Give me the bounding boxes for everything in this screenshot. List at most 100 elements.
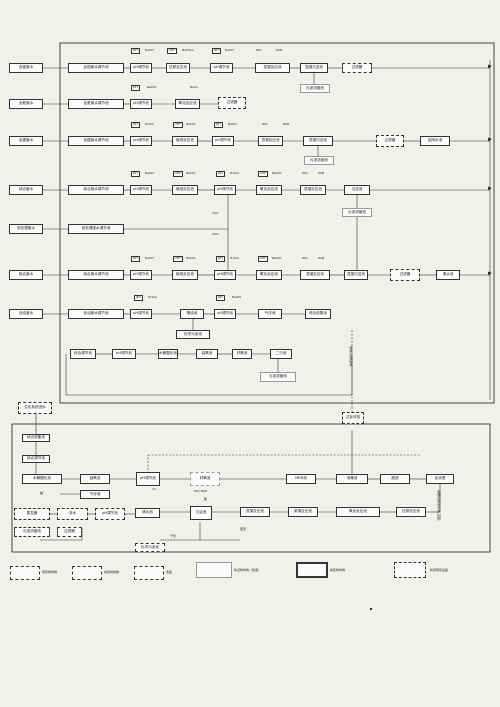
sed2-tank: 二沉池 — [270, 349, 292, 359]
source-pretreat: 前处理废水 — [9, 224, 43, 234]
unit-label: pH调节池 — [215, 138, 231, 143]
unit-label: 生化系统进水 — [24, 405, 46, 410]
vertical-note: 处理后用作生产回用 — [436, 490, 441, 521]
ph-adjust-tank: pH调节池 — [112, 349, 136, 359]
tag-label: pH — [218, 171, 223, 176]
unit-label: 好氧池 — [199, 476, 211, 481]
unit-label: 混凝反应池 — [306, 272, 324, 277]
equalize-label: 含镍废水调节池 — [83, 138, 109, 143]
legend-swatch-dashed-4 — [394, 562, 426, 578]
dose-h2so4: H₂SO₄ — [148, 295, 157, 299]
sed-tank: 沉淀池 — [190, 506, 212, 520]
orp-probe-tag: ORP — [258, 256, 268, 262]
unit-label: 混凝反应池 — [261, 138, 280, 143]
label-mix: 碱 — [40, 491, 44, 495]
tag-label: ORP — [174, 171, 182, 176]
ph-probe-tag: pH — [216, 256, 225, 262]
equalize-label: 络合废水调节池 — [83, 272, 109, 277]
unit-label: 缺氧池 — [201, 351, 213, 356]
reduction-tank: 还原反应池 — [396, 507, 426, 517]
unit-label: 过滤器 — [384, 138, 396, 143]
source-label: 络合废水 — [18, 272, 34, 277]
ph-probe-tag: pH — [131, 122, 140, 128]
coag-tank: 混凝反应池 — [240, 507, 270, 517]
split-label-a: 70% — [212, 211, 219, 215]
tag-label: ORP — [174, 256, 182, 261]
tag-label: pH — [133, 48, 138, 53]
source-label: 综合废水 — [18, 187, 34, 192]
legend-label: 利用现有设备 — [430, 568, 449, 572]
dose-h2so4: H₂SO₄ — [230, 256, 239, 260]
discharge-node: 达标排放 — [342, 412, 364, 424]
unit-label: 混凝反应池 — [263, 65, 282, 70]
tag-label: pH — [218, 256, 223, 261]
ph-probe-tag: pH — [216, 171, 225, 177]
unit-label: 综合调节池 — [27, 456, 45, 461]
unit-label: pH调节池 — [133, 187, 149, 192]
equalize-oily: 含油废水调节池 — [68, 309, 124, 319]
dose-pam: PAM — [318, 256, 325, 260]
anoxic-tank: 缺氧池 — [80, 474, 110, 484]
filter-unit: 过滤器 — [376, 135, 404, 147]
label-acid: 酸 — [204, 497, 208, 501]
dose-pac: PAC — [302, 256, 308, 260]
unit-label: 回用水池 — [427, 138, 443, 143]
equalize-pretreat: 前处理废水调节池 — [68, 224, 124, 234]
unit-label: 沉淀池 — [195, 510, 207, 515]
oxidation-tank: 氧化反应池 — [256, 270, 282, 280]
dose-naclo: NaClO — [186, 256, 196, 260]
equalize-complex: 络合废水调节池 — [68, 270, 124, 280]
coag-tank: 混凝反应池 — [300, 185, 326, 195]
anoxic-tank: 缺氧池 — [196, 349, 218, 359]
ph-probe-tag: pH — [212, 48, 221, 54]
ph-adjust-tank: pH调节池 — [95, 508, 125, 520]
orp-probe-tag: ORP — [258, 171, 268, 177]
orp-probe-tag: ORP — [167, 48, 177, 54]
dose-naclo: NaClO — [147, 85, 157, 89]
break-oxidation-tank: 破络反应池 — [172, 185, 198, 195]
ph-adjust-tank: pH调节池 — [214, 185, 236, 195]
unit-label: 过滤器 — [64, 529, 75, 534]
dose-h2so4: H₂SO₄ — [145, 122, 154, 126]
source-nickel: 含镍废水 — [9, 136, 43, 146]
legend-label: 利旧构筑物（改造） — [234, 568, 262, 572]
tag-label: pH — [133, 85, 138, 90]
filter-unit: 过滤器 — [57, 527, 82, 537]
dose-pac: PAC — [302, 171, 308, 175]
ph-probe-tag: pH — [131, 256, 140, 262]
ph-adjust-tank: pH调节池 — [130, 270, 152, 280]
oxidation-tank: 氧化反应池 — [256, 185, 282, 195]
unit-label: 混凝反应池 — [304, 187, 322, 192]
unit-label: 沉淀池 — [351, 187, 363, 192]
legend-swatch-thick — [296, 562, 328, 578]
clear-tank: 清水池 — [436, 270, 460, 280]
source-cyanide: 含氰废水 — [9, 99, 43, 109]
tag-label: pH — [214, 48, 219, 53]
unit-label: pH调节池 — [133, 138, 149, 143]
tag-label: pH — [218, 295, 223, 300]
dose-naoh: NaOH — [145, 48, 154, 52]
dose-pac: PAC — [256, 48, 262, 52]
unit-label: 综合调节池 — [74, 351, 92, 356]
tag-label: ORP — [168, 48, 176, 53]
unit-label: 反渗透 — [434, 476, 446, 481]
unit-label: 絮凝反应池 — [294, 509, 312, 514]
legend-swatch-dashed-2 — [72, 566, 102, 580]
source-oily: 含油废水 — [9, 309, 43, 319]
sed-tank: 混凝沉淀池 — [300, 63, 328, 73]
legend-swatch-dashed-3 — [134, 566, 164, 580]
unit-label: 混凝沉淀池 — [347, 272, 365, 277]
equalize-label: 含铬废水调节池 — [83, 65, 109, 70]
unit-label: 隔油池 — [186, 311, 198, 316]
dose-naoh: NaOH — [225, 48, 234, 52]
ph-adjust-tank: pH调节池 — [130, 185, 152, 195]
unit-label: 氧化反应池 — [178, 101, 197, 106]
unit-label: 氧化反应池 — [260, 272, 278, 277]
collect-tank: 综合收集池 — [305, 309, 331, 319]
hydrolysis-tank: 水解酸化池 — [22, 474, 62, 484]
chem-sludge-tank: 化学污泥池 — [135, 543, 165, 552]
unit-label: pH调节池 — [217, 311, 233, 316]
hydrolysis-tank: 水解酸化池 — [158, 349, 178, 359]
tag-label: pH — [136, 295, 141, 300]
